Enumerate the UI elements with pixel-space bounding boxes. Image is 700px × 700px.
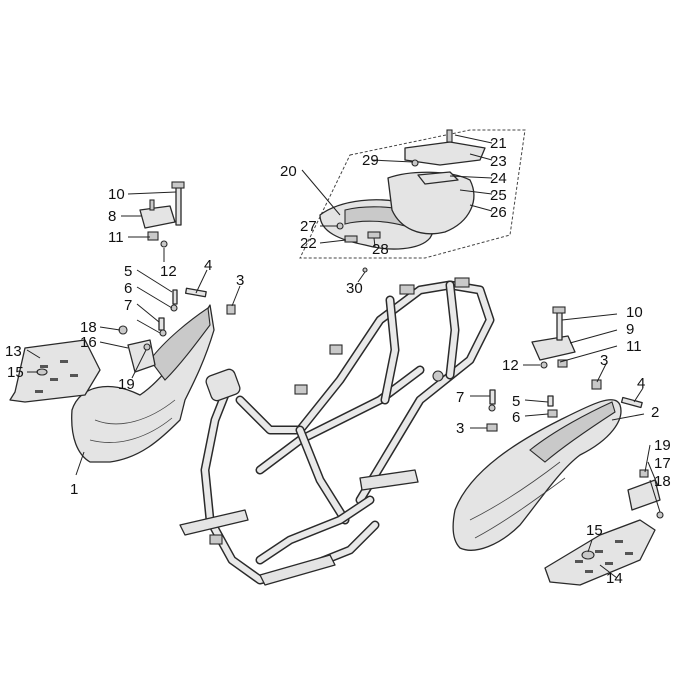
callout-5: 5: [512, 393, 520, 410]
left-side-panel: [71, 304, 215, 463]
leader-lines: [26, 134, 661, 579]
left-footrest-mat: [9, 339, 101, 403]
callout-19: 19: [654, 437, 671, 454]
callout-8: 8: [108, 208, 116, 225]
inset-assembly: [299, 129, 526, 273]
callout-5: 5: [124, 263, 132, 280]
right-grab-pad: [531, 335, 576, 361]
callout-27: 27: [300, 218, 317, 235]
callout-11: 11: [108, 229, 124, 246]
callout-21: 21: [490, 135, 507, 152]
callout-18: 18: [654, 473, 671, 490]
callout-30: 30: [346, 280, 363, 297]
callout-12: 12: [502, 357, 519, 374]
right-footrest-mat: [544, 519, 656, 586]
callout-1: 1: [70, 481, 78, 498]
left-small-cover: [127, 339, 156, 373]
right-side-panel: [452, 399, 622, 551]
callout-12: 12: [160, 263, 177, 280]
callout-17: 17: [654, 455, 671, 472]
callout-28: 28: [372, 241, 389, 258]
callout-24: 24: [490, 170, 507, 187]
callout-15: 15: [586, 522, 603, 539]
callout-29: 29: [362, 152, 379, 169]
callout-25: 25: [490, 187, 507, 204]
callout-19: 19: [118, 376, 135, 393]
callout-16: 16: [80, 334, 97, 351]
callout-10: 10: [626, 304, 643, 321]
callout-9: 9: [626, 321, 634, 338]
callout-10: 10: [108, 186, 125, 203]
callout-15: 15: [7, 364, 24, 381]
callout-labels: 1 2 3 3 3 4 4 5 5 6 6 7 7 8 9 10 10 11 1…: [5, 135, 671, 587]
callout-6: 6: [124, 280, 132, 297]
callout-18: 18: [80, 319, 97, 336]
callout-3: 3: [236, 272, 244, 289]
callout-3: 3: [456, 420, 464, 437]
callout-7: 7: [456, 389, 464, 406]
callout-7: 7: [124, 297, 132, 314]
callout-4: 4: [637, 375, 645, 392]
callout-14: 14: [606, 570, 623, 587]
callout-23: 23: [490, 153, 507, 170]
right-hardware: [486, 306, 664, 560]
callout-20: 20: [280, 163, 297, 180]
left-grab-pad: [139, 199, 176, 229]
callout-2: 2: [651, 404, 659, 421]
left-hardware: [118, 181, 236, 351]
callout-4: 4: [204, 257, 212, 274]
scooter-frame: [179, 277, 495, 586]
callout-6: 6: [512, 409, 520, 426]
callout-3: 3: [600, 352, 608, 369]
callout-11: 11: [626, 338, 642, 355]
callout-13: 13: [5, 343, 22, 360]
callout-22: 22: [300, 235, 317, 252]
callout-26: 26: [490, 204, 507, 221]
